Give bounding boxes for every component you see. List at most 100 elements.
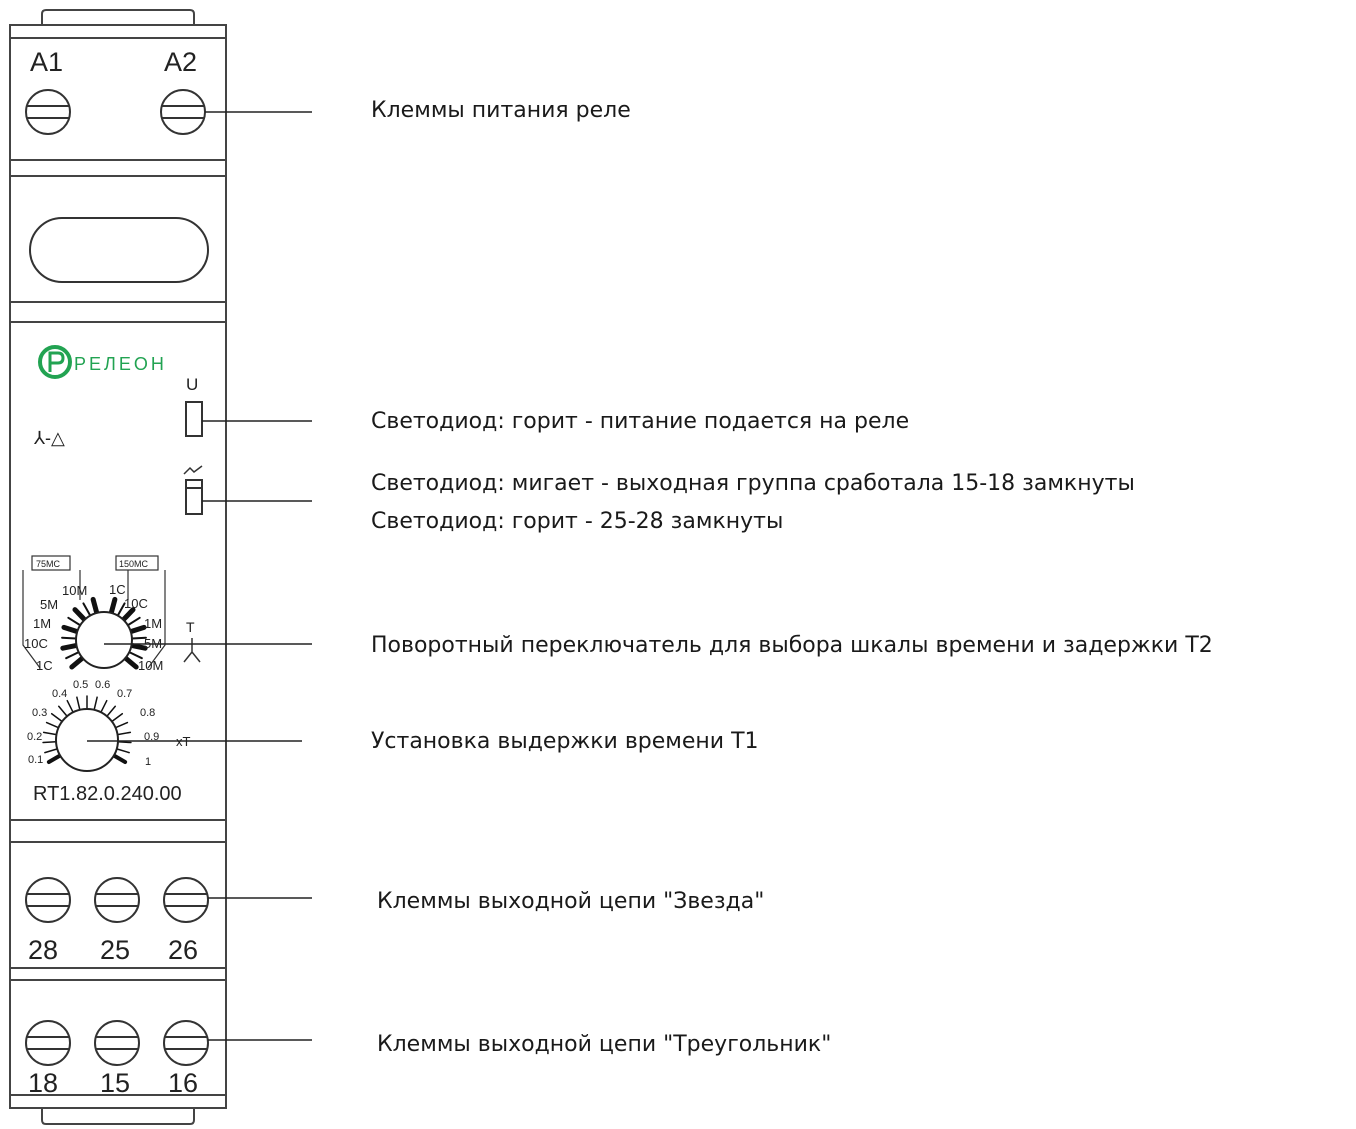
dial-tick: [116, 602, 126, 617]
dial-tick: [115, 748, 130, 754]
annotation-led-output-2: Светодиод: горит - 25-28 замкнуты: [371, 509, 784, 534]
dial-tick: [128, 651, 143, 660]
dial-tick: [100, 699, 108, 714]
terminal-label-16: 16: [168, 1068, 198, 1098]
label-window: [29, 217, 209, 283]
range-switch[interactable]: 75MC 150MC 10M 5M 1M 10C 1C 1C 10C 1M 5M…: [22, 555, 166, 673]
dial-tick: [106, 705, 117, 718]
time-label: 0.9: [144, 731, 159, 743]
screw-16[interactable]: [163, 1020, 209, 1066]
time-label: 0.5: [73, 679, 88, 691]
brand-logo-icon: РЕЛЕОН: [38, 345, 167, 379]
screw-25[interactable]: [94, 877, 140, 923]
terminal-label-15: 15: [100, 1068, 130, 1098]
annotation-range-switch: Поворотный переключатель для выбора шкал…: [371, 633, 1213, 658]
range-right-label: 10M: [138, 658, 163, 673]
dial-tick: [111, 712, 124, 723]
dial-tick: [44, 748, 59, 754]
terminal-label-a2: A2: [164, 47, 197, 77]
terminal-label-25: 25: [100, 935, 130, 965]
annotation-led-power: Светодиод: горит - питание подается на р…: [371, 409, 910, 434]
t-label: T: [186, 619, 195, 635]
screw-28[interactable]: [25, 877, 71, 923]
time-label: 0.3: [32, 707, 47, 719]
dial-tick: [67, 616, 82, 627]
housing-dividers: [10, 37, 226, 1096]
time-label: 1: [145, 756, 151, 768]
time-label: 0.8: [140, 707, 155, 719]
screw-15[interactable]: [94, 1020, 140, 1066]
mode-symbol: ⅄-△: [33, 428, 65, 448]
screw-a1[interactable]: [25, 89, 71, 135]
annotation-led-output-1: Светодиод: мигает - выходная группа сраб…: [371, 471, 1135, 496]
range-dial-ticks: [60, 596, 148, 670]
dial-tick: [128, 642, 148, 651]
range-left-label: 10M: [62, 583, 87, 598]
time-label: 0.4: [52, 688, 67, 700]
terminal-label-a1: A1: [30, 47, 63, 77]
dial-tick: [66, 699, 74, 714]
dial-tick: [114, 721, 129, 729]
top-clip: [41, 9, 195, 30]
dial-tick: [42, 731, 58, 736]
dial-tick: [116, 731, 132, 736]
time-dial[interactable]: 0.1 0.2 0.3 0.4 0.5 0.6 0.7 0.8 0.9 1: [27, 679, 159, 772]
terminal-label-28: 28: [28, 935, 58, 965]
time-label: 0.6: [95, 679, 110, 691]
dial-tick: [60, 642, 80, 651]
dial-tick: [111, 753, 128, 764]
time-dial-ticks: [42, 695, 132, 764]
screw-18[interactable]: [25, 1020, 71, 1066]
range-right-label: 1C: [109, 582, 126, 597]
dial-tick: [117, 741, 132, 744]
led-power: [185, 401, 203, 437]
bottom-clip: [41, 1108, 195, 1125]
dial-tick: [57, 705, 68, 718]
leader-lines: [87, 111, 312, 1041]
scale-box-75: 75MC: [36, 559, 61, 569]
dial-tick: [69, 655, 86, 670]
annotation-power-terminals: Клеммы питания реле: [371, 98, 631, 123]
terminal-label-18: 18: [28, 1068, 58, 1098]
dial-tick: [122, 655, 139, 670]
dial-tick: [65, 651, 80, 660]
dial-tick: [45, 721, 60, 729]
brand-name: РЕЛЕОН: [74, 354, 167, 374]
led-output: [183, 465, 203, 515]
dial-tick: [128, 624, 147, 635]
scale-box-150: 150MC: [119, 559, 149, 569]
range-left-label: 5M: [40, 597, 58, 612]
time-knob[interactable]: [55, 708, 119, 772]
range-left-label: 10C: [24, 636, 48, 651]
led-u-label: U: [186, 375, 198, 394]
dial-tick: [93, 696, 98, 711]
dial-tick: [90, 596, 100, 616]
annotation-delay-t1: Установка выдержки времени T1: [371, 729, 759, 754]
dial-tick: [72, 607, 88, 623]
screw-a2[interactable]: [160, 89, 206, 135]
annotation-star-terminals: Клеммы выходной цепи "Звезда": [377, 889, 765, 914]
time-label: 0.2: [27, 731, 42, 743]
terminal-label-26: 26: [168, 935, 198, 965]
dial-tick: [46, 753, 63, 764]
range-right-label: 1M: [144, 616, 162, 631]
range-left-label: 1C: [36, 658, 53, 673]
dial-tick: [42, 741, 57, 744]
dial-tick: [76, 696, 81, 711]
screw-26[interactable]: [163, 877, 209, 923]
annotation-delta-terminals: Клеммы выходной цепи "Треугольник": [377, 1032, 832, 1057]
dial-tick: [82, 602, 92, 617]
range-left-label: 1M: [33, 616, 51, 631]
dial-tick: [50, 712, 63, 723]
range-right-label: 10C: [124, 596, 148, 611]
dial-tick: [120, 607, 136, 623]
dial-tick: [61, 636, 78, 640]
time-label: 0.7: [117, 688, 132, 700]
range-knob[interactable]: [75, 611, 133, 669]
dial-tick: [108, 596, 118, 616]
dial-tick: [130, 636, 147, 640]
dial-tick: [61, 624, 80, 635]
time-label: 0.1: [28, 754, 43, 766]
model-label: RT1.82.0.240.00: [33, 783, 182, 805]
